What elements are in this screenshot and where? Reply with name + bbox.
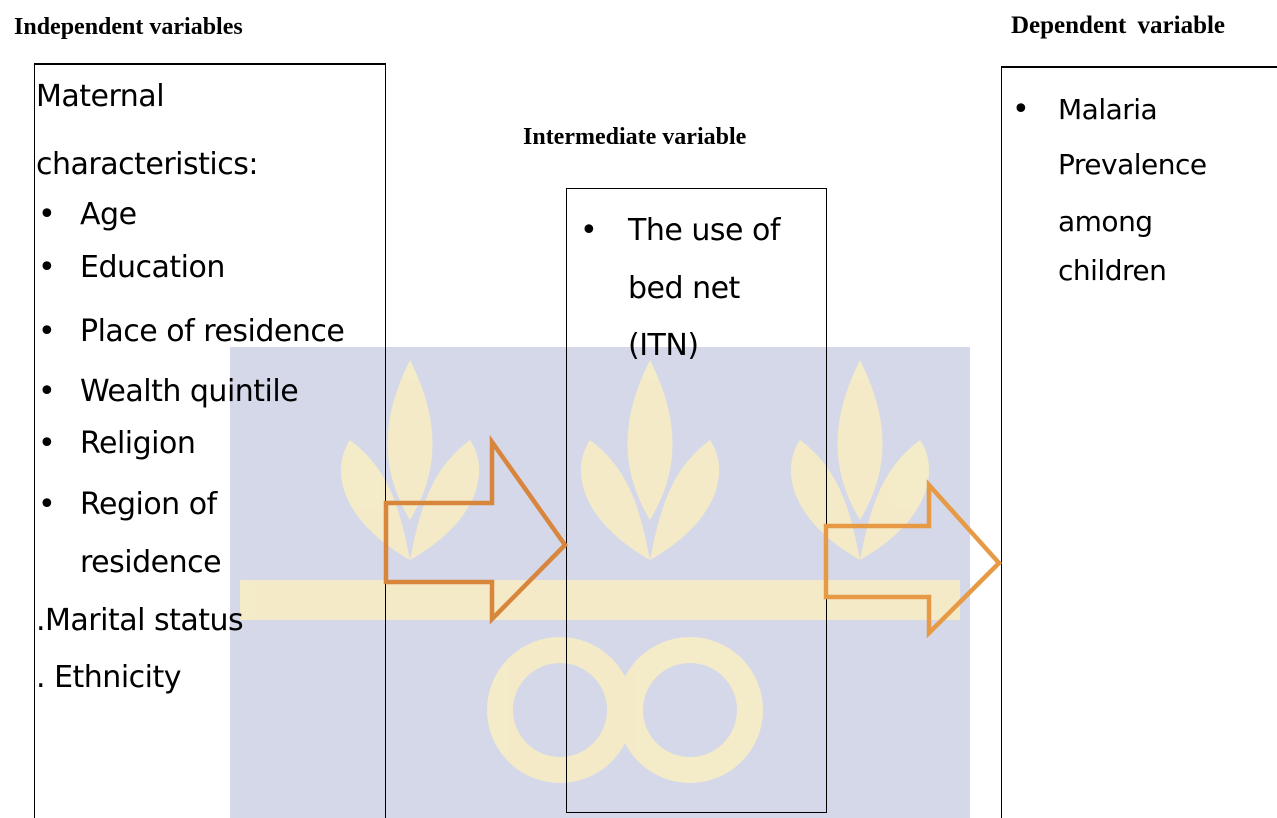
independent-item-continued: residence xyxy=(80,545,222,580)
bullet-icon: • xyxy=(38,314,56,349)
dependent-line: Malaria xyxy=(1058,93,1158,126)
dependent-variable-heading: Dependent variable xyxy=(1011,12,1226,39)
bullet-icon: • xyxy=(580,213,598,248)
dependent-line: children xyxy=(1058,254,1167,287)
intermediate-line: bed net xyxy=(628,271,740,306)
maternal-title-line2: characteristics: xyxy=(36,147,258,182)
intermediate-variable-heading: Intermediate variable xyxy=(523,124,747,150)
bullet-icon: • xyxy=(1012,92,1030,127)
independent-extra: .Marital status xyxy=(36,603,244,638)
bullet-icon: • xyxy=(38,374,56,409)
dependent-line: among xyxy=(1058,205,1153,238)
maternal-title-line1: Maternal xyxy=(36,79,165,114)
right-arrow-icon xyxy=(383,434,568,625)
independent-variables-box xyxy=(34,63,386,818)
right-arrow-icon xyxy=(823,479,1003,639)
independent-item: Region of xyxy=(80,487,217,522)
intermediate-line: The use of xyxy=(628,213,780,248)
dependent-line: Prevalence xyxy=(1058,148,1207,181)
dependent-variable-box xyxy=(1001,66,1277,818)
bullet-icon: • xyxy=(38,487,56,522)
bullet-icon: • xyxy=(38,197,56,232)
bullet-icon: • xyxy=(38,250,56,285)
intermediate-line: (ITN) xyxy=(628,328,699,363)
bullet-icon: • xyxy=(38,426,56,461)
intermediate-variable-box xyxy=(566,188,827,813)
independent-item: Education xyxy=(80,250,225,285)
independent-item: Place of residence xyxy=(80,314,345,349)
independent-item: Wealth quintile xyxy=(80,374,299,409)
independent-extra: . Ethnicity xyxy=(36,660,182,695)
independent-item: Religion xyxy=(80,426,196,461)
independent-variables-heading: Independent variables xyxy=(14,14,243,40)
independent-item: Age xyxy=(80,197,137,232)
